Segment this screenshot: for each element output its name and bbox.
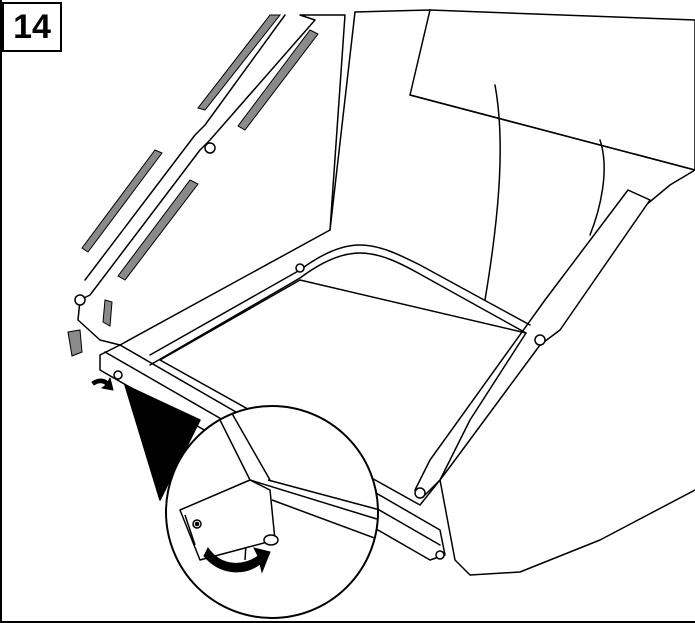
stripe <box>117 179 199 281</box>
left-panel-edge <box>84 14 286 281</box>
stripe <box>81 149 163 253</box>
bag-rear-curve-1 <box>484 84 501 301</box>
bolt <box>534 334 546 346</box>
bolt <box>414 487 426 499</box>
stripe <box>102 299 113 327</box>
bag-rear-shell <box>354 9 695 576</box>
bolt <box>435 550 445 560</box>
bag-rear-curve-2 <box>589 139 605 236</box>
left-side-panel <box>77 14 346 346</box>
step-number-badge: 14 <box>2 2 62 52</box>
bag-bottom <box>159 279 527 506</box>
bolt <box>295 263 305 273</box>
frame-tube-front <box>99 344 446 561</box>
bolt <box>204 142 216 154</box>
frame-tube-back <box>149 244 531 356</box>
stripe <box>67 329 83 357</box>
rotate-arrow-icon <box>203 547 271 574</box>
bag-rear-top-line <box>409 94 695 171</box>
detail-magnifier <box>165 405 379 619</box>
frame-tube-back-inner <box>149 252 527 366</box>
stripe <box>237 29 319 131</box>
stripe <box>197 14 282 111</box>
step-number: 14 <box>13 8 51 46</box>
rotate-arrow-icon <box>91 377 114 391</box>
bolt <box>74 294 86 306</box>
bolt <box>113 370 123 380</box>
